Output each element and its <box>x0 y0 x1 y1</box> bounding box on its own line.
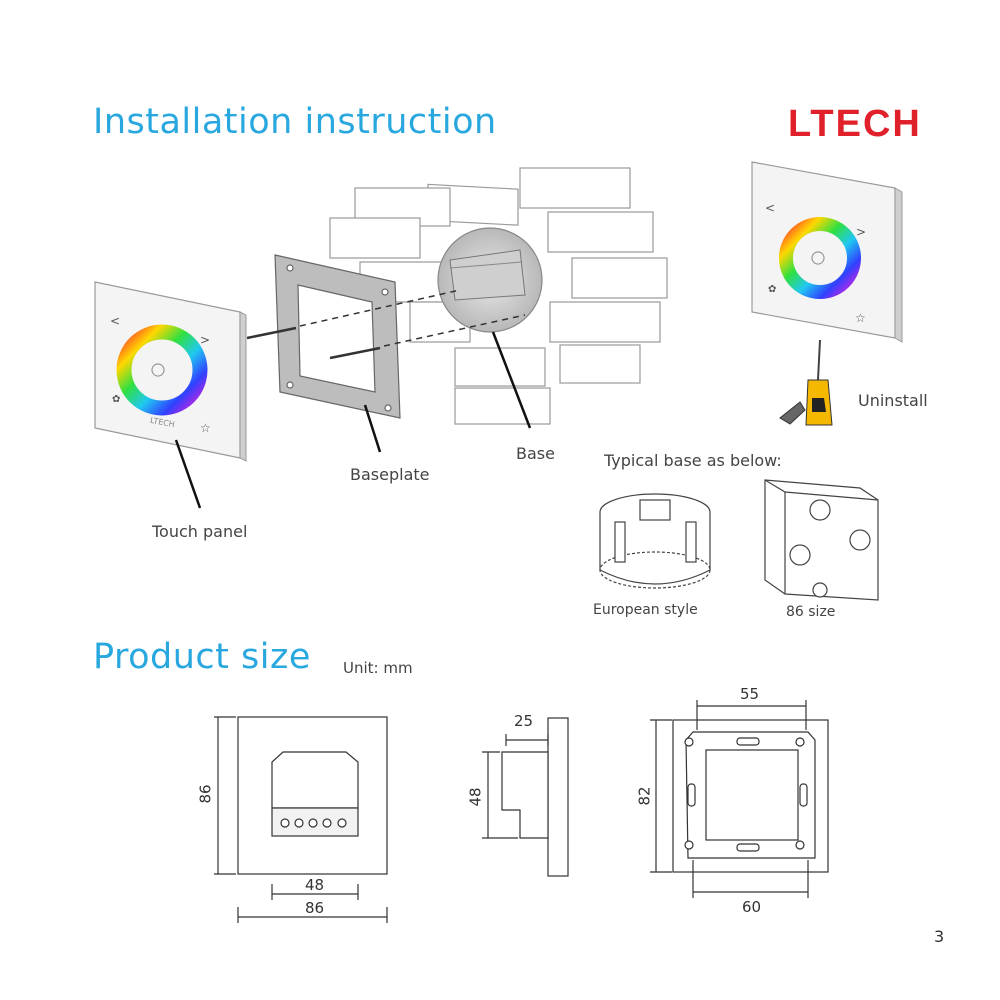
baseplate-height-dim: 82 <box>635 786 654 806</box>
installation-title: Installation instruction <box>93 102 497 142</box>
86-size-label: 86 size <box>786 604 836 620</box>
base-label: Base <box>516 444 555 463</box>
baseplate-top-width-dim: 55 <box>740 685 760 703</box>
svg-text:✿: ✿ <box>112 394 120 405</box>
product-size-title: Product size <box>93 637 311 677</box>
svg-text:☆: ☆ <box>855 311 866 325</box>
ltech-logo: LTECH <box>788 103 922 145</box>
86-size-base-drawing <box>764 479 879 601</box>
front-inner-width-dim: 48 <box>305 876 325 894</box>
svg-text:✿: ✿ <box>768 284 776 295</box>
baseplate-bottom-width-dim: 60 <box>742 898 762 916</box>
leader-lines <box>174 331 532 509</box>
touch-panel-drawing: < > ☆ ✿ <box>94 281 247 462</box>
uninstall-panel-drawing: < > ☆ ✿ <box>751 161 903 343</box>
baseplate-view-drawing <box>650 700 829 898</box>
svg-text:<: < <box>765 201 775 215</box>
screwdriver-drawing <box>779 339 833 426</box>
front-width-dim: 86 <box>305 899 325 917</box>
side-body-height-dim: 48 <box>466 787 485 807</box>
european-style-base-drawing <box>599 493 711 589</box>
brick-wall <box>329 167 668 425</box>
side-depth-dim: 25 <box>514 712 534 730</box>
front-height-dim: 86 <box>196 784 215 804</box>
front-view-drawing <box>214 716 388 923</box>
page-number: 3 <box>934 927 945 946</box>
round-base-shape <box>437 227 543 333</box>
svg-text:>: > <box>200 333 210 347</box>
european-style-label: European style <box>593 602 698 618</box>
side-view-drawing <box>482 717 569 877</box>
screws-and-guides <box>246 289 526 360</box>
svg-text:☆: ☆ <box>200 421 211 435</box>
touch-panel-label: Touch panel <box>152 522 248 541</box>
uninstall-label: Uninstall <box>858 391 928 410</box>
svg-text:>: > <box>856 225 866 239</box>
svg-text:<: < <box>110 314 120 328</box>
unit-label: Unit: mm <box>343 659 413 677</box>
baseplate-label: Baseplate <box>350 465 430 484</box>
baseplate-shape <box>274 254 401 419</box>
typical-base-label: Typical base as below: <box>604 451 782 470</box>
